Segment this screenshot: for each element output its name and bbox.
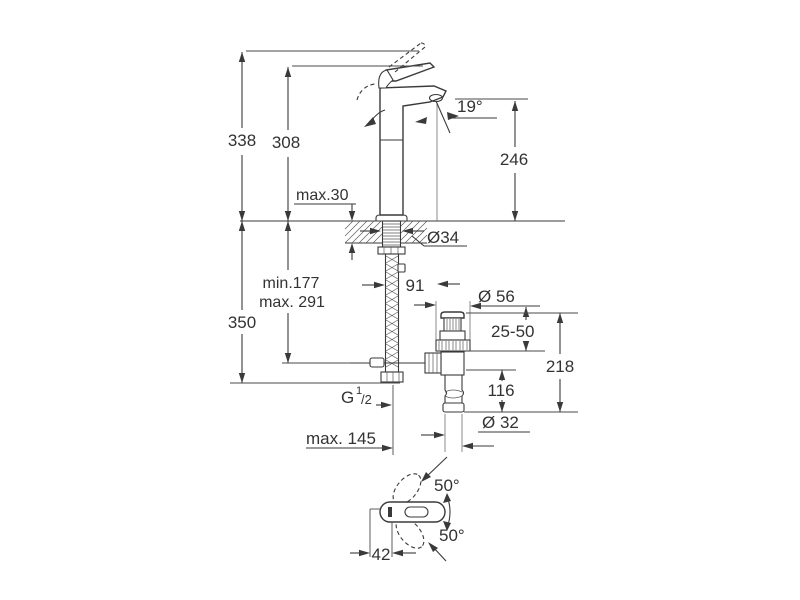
dimension-218: 218	[464, 312, 578, 413]
faucet-body	[379, 85, 447, 216]
thread-g-label: G	[341, 388, 354, 407]
tailpipe-walls	[444, 375, 465, 403]
base-slot	[404, 506, 429, 518]
handle-rotation-arrowhead	[364, 117, 376, 127]
dimension-116: 116	[466, 369, 516, 412]
dim-min177-label: min.177	[263, 275, 320, 292]
dim-91-label: 91	[406, 276, 425, 295]
handle-raised-dashed	[356, 42, 426, 101]
dim-308-label: 308	[272, 133, 300, 152]
dim-max30-label: max.30	[296, 187, 349, 204]
dim-50deg-lower-label: 50°	[439, 526, 465, 545]
rod-joint	[369, 357, 385, 368]
bottom-view: 50° 50° 42	[350, 456, 465, 564]
pop-up-rod	[350, 357, 428, 368]
dimension-max30: max.30	[294, 187, 356, 260]
dimension-19deg: 19°	[415, 97, 497, 124]
dim-dia56-label: Ø 56	[478, 287, 515, 306]
dimension-25-50: 25-50	[466, 307, 545, 352]
waste-collar	[439, 330, 466, 341]
thread-sup-label: 1	[356, 385, 362, 397]
dimension-max145: max. 145	[306, 385, 394, 455]
dim-50deg-upper-label: 50°	[434, 476, 460, 495]
handle-knob	[378, 69, 394, 89]
dim-246-label: 246	[500, 150, 528, 169]
dimension-dia32: Ø 32	[421, 413, 530, 452]
tailpipe-end	[442, 402, 465, 413]
dimension-dia34: Ø34	[360, 227, 467, 247]
faucet-front-view	[350, 42, 451, 383]
dim-max145-label: max. 145	[306, 429, 376, 448]
dim-350-label: 350	[228, 313, 256, 332]
faucet-base	[375, 214, 408, 222]
hose-connector-nut	[380, 371, 404, 383]
rod-clip	[397, 263, 406, 273]
dim-25-50-label: 25-50	[491, 322, 534, 341]
base-mark	[388, 507, 392, 517]
dimension-350: 350	[228, 221, 400, 384]
dim-dia34-label: Ø34	[427, 228, 459, 247]
dim-max291-label: max. 291	[259, 294, 325, 311]
dimension-308: 308	[272, 65, 423, 221]
dimension-338: 338	[228, 50, 419, 221]
dimension-91: 91	[362, 276, 460, 295]
dimension-246: 246	[455, 98, 528, 221]
dimension-g-half: G 1 /2	[341, 385, 392, 409]
dim-19deg-label: 19°	[457, 97, 483, 116]
dim-42-label: 42	[372, 545, 391, 564]
drain-assembly	[424, 311, 471, 413]
dimension-dia56: Ø 56	[414, 287, 540, 340]
waste-body	[440, 351, 465, 376]
dimension-42: 42	[350, 508, 416, 564]
dim-dia32-label: Ø 32	[482, 413, 519, 432]
supply-hose	[380, 253, 406, 383]
mounting-nut	[377, 246, 406, 255]
dimension-min177-max291: min.177 max. 291	[259, 221, 350, 364]
mounting-shank	[377, 220, 406, 255]
dim-218-label: 218	[546, 357, 574, 376]
stream-angle-line	[435, 100, 451, 134]
dim-116-label: 116	[487, 381, 514, 400]
plug-knurl	[443, 317, 462, 332]
dim-338-label: 338	[228, 131, 256, 150]
plug-cap	[440, 311, 465, 319]
thread-sub-label: /2	[361, 392, 372, 407]
